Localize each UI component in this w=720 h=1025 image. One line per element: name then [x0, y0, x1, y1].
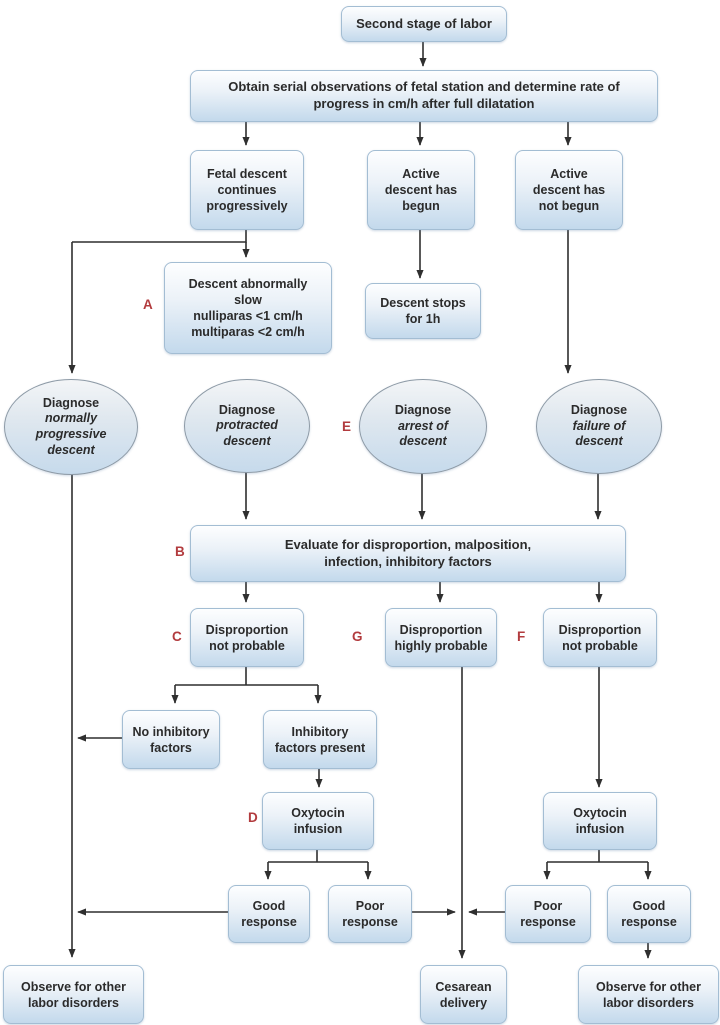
node-descent-stops-1h: Descent stops for 1h [365, 283, 481, 339]
node-disproportion-not-probable-c: Disproportion not probable [190, 608, 304, 667]
node-label: Second stage of labor [356, 15, 492, 31]
node-good-response-left: Good response [228, 885, 310, 943]
node-label: Cesarean delivery [435, 979, 492, 1010]
label-A: A [143, 297, 153, 312]
node-label: Observe for other labor disorders [21, 979, 126, 1010]
node-label: Diagnose [394, 403, 452, 418]
node-observe-other-labor-disorders-left: Observe for other labor disorders [3, 965, 144, 1024]
node-diagnose-protracted-descent: Diagnose protracted descent [184, 379, 310, 473]
node-sublabel: arrest of descent [397, 418, 449, 449]
node-inhibitory-factors-present: Inhibitory factors present [263, 710, 377, 769]
node-label: Descent abnormally slow nulliparas <1 cm… [188, 277, 308, 339]
node-label: Poor response [520, 899, 576, 929]
node-diagnose-normally-progressive-descent: Diagnose normally progressive descent [4, 379, 138, 475]
node-label: Disproportion not probable [205, 622, 289, 653]
node-label: Oxytocin infusion [291, 806, 345, 836]
node-label: Poor response [342, 899, 398, 929]
node-obtain-serial-observations: Obtain serial observations of fetal stat… [190, 70, 658, 122]
label-B: B [175, 544, 185, 559]
node-label: Observe for other labor disorders [596, 979, 701, 1010]
node-descent-abnormally-slow: Descent abnormally slow nulliparas <1 cm… [164, 262, 332, 354]
node-evaluate-disproportion: Evaluate for disproportion, malposition,… [190, 525, 626, 582]
node-oxytocin-infusion-left: Oxytocin infusion [262, 792, 374, 850]
node-sublabel: normally progressive descent [35, 411, 107, 457]
node-fetal-descent-continues: Fetal descent continues progressively [190, 150, 304, 230]
node-label: Active descent has not begun [532, 167, 606, 213]
node-sublabel: protracted descent [216, 418, 278, 448]
label-E: E [342, 419, 352, 434]
node-label: Oxytocin infusion [573, 806, 627, 836]
node-poor-response-right: Poor response [505, 885, 591, 943]
node-cesarean-delivery: Cesarean delivery [420, 965, 507, 1024]
label-D: D [248, 810, 258, 825]
node-label: Evaluate for disproportion, malposition,… [284, 536, 532, 569]
label-G: G [352, 629, 363, 644]
node-label: Inhibitory factors present [274, 724, 366, 755]
node-label: Disproportion not probable [558, 622, 642, 653]
node-disproportion-not-probable-f: Disproportion not probable [543, 608, 657, 667]
node-second-stage-of-labor: Second stage of labor [341, 6, 507, 42]
node-label: Diagnose [42, 395, 100, 410]
node-label: Active descent has begun [384, 167, 458, 213]
node-disproportion-highly-probable: Disproportion highly probable [385, 608, 497, 667]
node-label: No inhibitory factors [132, 724, 210, 755]
node-oxytocin-infusion-right: Oxytocin infusion [543, 792, 657, 850]
node-label: Fetal descent continues progressively [206, 167, 288, 213]
node-diagnose-arrest-of-descent: Diagnose arrest of descent [359, 379, 487, 474]
node-poor-response-left: Poor response [328, 885, 412, 943]
node-label: Disproportion highly probable [394, 622, 488, 653]
node-active-descent-not-begun: Active descent has not begun [515, 150, 623, 230]
node-active-descent-begun: Active descent has begun [367, 150, 475, 230]
node-observe-other-labor-disorders-right: Observe for other labor disorders [578, 965, 719, 1024]
node-label: Descent stops for 1h [380, 296, 466, 326]
node-label: Diagnose [570, 403, 628, 418]
node-diagnose-failure-of-descent: Diagnose failure of descent [536, 379, 662, 474]
node-no-inhibitory-factors: No inhibitory factors [122, 710, 220, 769]
node-label: Good response [621, 899, 677, 929]
node-label: Good response [241, 899, 297, 929]
node-label: Diagnose [218, 402, 276, 417]
node-label: Obtain serial observations of fetal stat… [228, 79, 620, 111]
label-C: C [172, 629, 182, 644]
label-F: F [517, 629, 526, 644]
node-good-response-right: Good response [607, 885, 691, 943]
node-sublabel: failure of descent [572, 418, 626, 449]
